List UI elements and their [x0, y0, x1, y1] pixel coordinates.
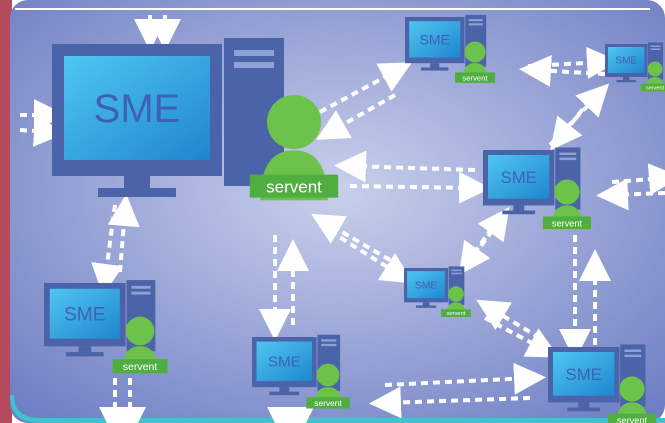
- servent-label: servent: [314, 398, 342, 408]
- servent-label: servent: [266, 178, 322, 197]
- sme-label: SME: [500, 168, 536, 187]
- monitor-screen: [49, 288, 120, 339]
- monitor-screen: [409, 21, 461, 58]
- monitor-screen: [553, 352, 615, 396]
- monitor-stand: [269, 391, 300, 396]
- servent-label: servent: [552, 218, 583, 228]
- connector-arrow: [19, 114, 66, 147]
- servent-label: servent: [462, 74, 488, 83]
- node-layer: SMESMEserventSMEserventSMEserventSMEserv…: [44, 14, 665, 423]
- connector-arrow: [334, 150, 476, 183]
- connector-arrow: [550, 98, 592, 151]
- user-head-icon: [554, 179, 580, 205]
- sme-label: SME: [64, 304, 106, 325]
- user-head-icon: [647, 61, 663, 77]
- servent-label-bg: [542, 216, 592, 230]
- connector-arrow: [311, 213, 392, 262]
- servent-label-bg: [112, 359, 168, 374]
- node-sme-top-center: SME servent: [405, 14, 496, 83]
- left-frame-bar: [0, 0, 12, 423]
- connector-layer: [19, 15, 665, 423]
- servent-label-bg: [640, 83, 665, 92]
- monitor-screen: [608, 47, 645, 73]
- connector-arrow: [369, 386, 531, 419]
- servent-central: servent: [249, 95, 339, 201]
- servent-label-bg: [249, 174, 339, 198]
- monitor-screen: [488, 155, 550, 199]
- servent-label-bg: [306, 397, 350, 409]
- sme-label: SME: [415, 280, 438, 291]
- user-head-icon: [448, 286, 464, 302]
- servent-user-icon: servent: [112, 316, 168, 374]
- servent-user-icon: servent: [607, 376, 657, 423]
- servent-label: servent: [646, 85, 665, 91]
- servent-user-icon: servent: [441, 286, 471, 317]
- connector-arrow: [611, 163, 665, 196]
- node-sme-center-small: SME servent: [404, 266, 471, 317]
- servent-label: servent: [447, 311, 466, 317]
- servent-user-icon: servent: [454, 41, 496, 83]
- servent-label-bg: [607, 413, 657, 423]
- user-head-icon: [464, 41, 486, 63]
- user-head-icon: [619, 376, 645, 402]
- sme-label: SME: [268, 354, 301, 371]
- monitor-stand: [66, 352, 104, 357]
- connector-arrow: [107, 194, 140, 273]
- connector-arrow: [319, 62, 413, 114]
- monitor-stand: [98, 188, 176, 197]
- monitor-screen: [256, 341, 313, 382]
- monitor-stand: [421, 67, 449, 71]
- bottom-frame-arc: [10, 395, 665, 423]
- monitor-screen: [407, 271, 446, 299]
- monitor-screen: [64, 56, 210, 160]
- servent-user-icon: servent: [249, 95, 339, 201]
- user-head-icon: [125, 316, 155, 346]
- servent-label-bg: [454, 72, 496, 83]
- connector-arrow: [596, 178, 665, 211]
- servent-user-icon: servent: [542, 179, 592, 230]
- sme-label: SME: [565, 365, 601, 384]
- sme-label: SME: [615, 56, 637, 67]
- node-sme-top-right: SME servent: [605, 42, 665, 92]
- connector-arrow: [476, 299, 542, 340]
- user-head-icon: [267, 95, 321, 149]
- servent-user-icon: servent: [306, 363, 350, 409]
- monitor-stand: [567, 407, 601, 412]
- sme-label: SME: [420, 31, 450, 47]
- node-sme-bottom-left: SME servent: [44, 280, 168, 374]
- monitor-stand: [415, 305, 437, 308]
- node-sme-main: SME: [52, 38, 284, 197]
- node-sme-mid-right: SME servent: [483, 147, 592, 230]
- servent-label: servent: [617, 415, 648, 423]
- connector-arrow: [384, 362, 546, 395]
- user-head-icon: [316, 363, 340, 387]
- monitor-stand: [616, 80, 636, 83]
- node-sme-bottom-center: SME servent: [252, 334, 350, 409]
- connector-arrow: [316, 93, 396, 140]
- servent-user-icon: servent: [640, 61, 665, 92]
- monitor-stand: [502, 210, 536, 215]
- connector-arrow: [349, 171, 491, 204]
- servent-label: servent: [123, 361, 158, 373]
- servent-label-bg: [441, 309, 471, 317]
- sme-label: SME: [94, 87, 181, 131]
- connector-arrow: [458, 226, 494, 276]
- node-sme-bottom-right: SME servent: [548, 344, 657, 423]
